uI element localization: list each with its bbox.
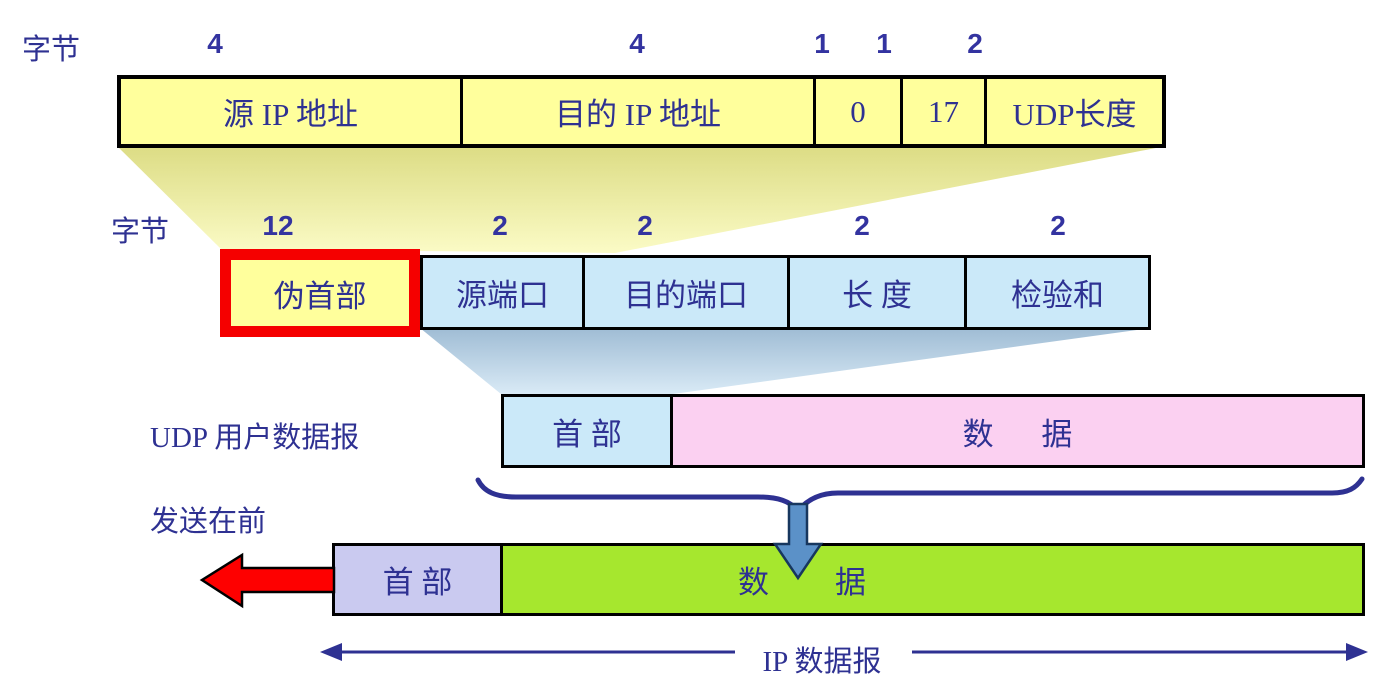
blue-beam [420, 328, 1151, 394]
ip-data-char-right: 据 [835, 565, 866, 600]
byte-label-udp: 字节 [111, 216, 170, 248]
size-4-dst-ip: 4 [629, 28, 645, 59]
ip-extent-arrowhead-right [1346, 643, 1368, 661]
size-2-dstport: 2 [637, 210, 653, 241]
pseudo-header-box: 伪首部 [220, 249, 420, 337]
yellow-beam [117, 146, 1166, 253]
down-block-arrow [772, 502, 824, 581]
send-first-label: 发送在前 [150, 506, 267, 538]
ip-data-cell [503, 543, 1365, 616]
pseudo-header-row: 源 IP 地址 目的 IP 地址 0 17 UDP长度 [117, 75, 1166, 148]
udp-header-cell: 首 部 [504, 397, 673, 465]
ip-extent-arrowhead-left [320, 643, 342, 661]
udp-datagram-label: UDP 用户数据报 [150, 422, 360, 454]
udp-datagram-row: 首 部 数 据 [501, 394, 1365, 468]
udp-data-cell: 数 据 [673, 397, 1362, 465]
cell-dest-port: 目的端口 [585, 258, 790, 327]
cell-protocol-17: 17 [903, 79, 987, 144]
send-direction-arrow [199, 552, 336, 609]
cell-checksum: 检验和 [967, 258, 1148, 327]
size-1-proto: 1 [876, 28, 892, 59]
size-1-zero: 1 [814, 28, 830, 59]
size-2-length: 2 [854, 210, 870, 241]
brace [475, 476, 1365, 515]
size-4-src-ip: 4 [207, 28, 223, 59]
udp-header-row: 源端口 目的端口 长 度 检验和 [420, 255, 1151, 330]
cell-zero: 0 [816, 79, 903, 144]
byte-label-top: 字节 [22, 34, 81, 66]
cell-udp-length: UDP长度 [1012, 97, 1137, 132]
ip-data-text: 数 据 [738, 543, 866, 616]
size-2-srcport: 2 [492, 210, 508, 241]
cell-source-port: 源端口 [423, 258, 585, 327]
cell-length: 长 度 [790, 258, 967, 327]
ip-datagram-label: IP 数据报 [762, 646, 882, 678]
ip-data-char-left: 数 [738, 565, 769, 600]
size-2-udplen: 2 [967, 28, 983, 59]
cell-dest-ip: 目的 IP 地址 [463, 79, 816, 144]
cell-source-ip: 源 IP 地址 [121, 79, 463, 144]
size-12-pseudo: 12 [262, 210, 294, 241]
size-2-checksum: 2 [1050, 210, 1066, 241]
